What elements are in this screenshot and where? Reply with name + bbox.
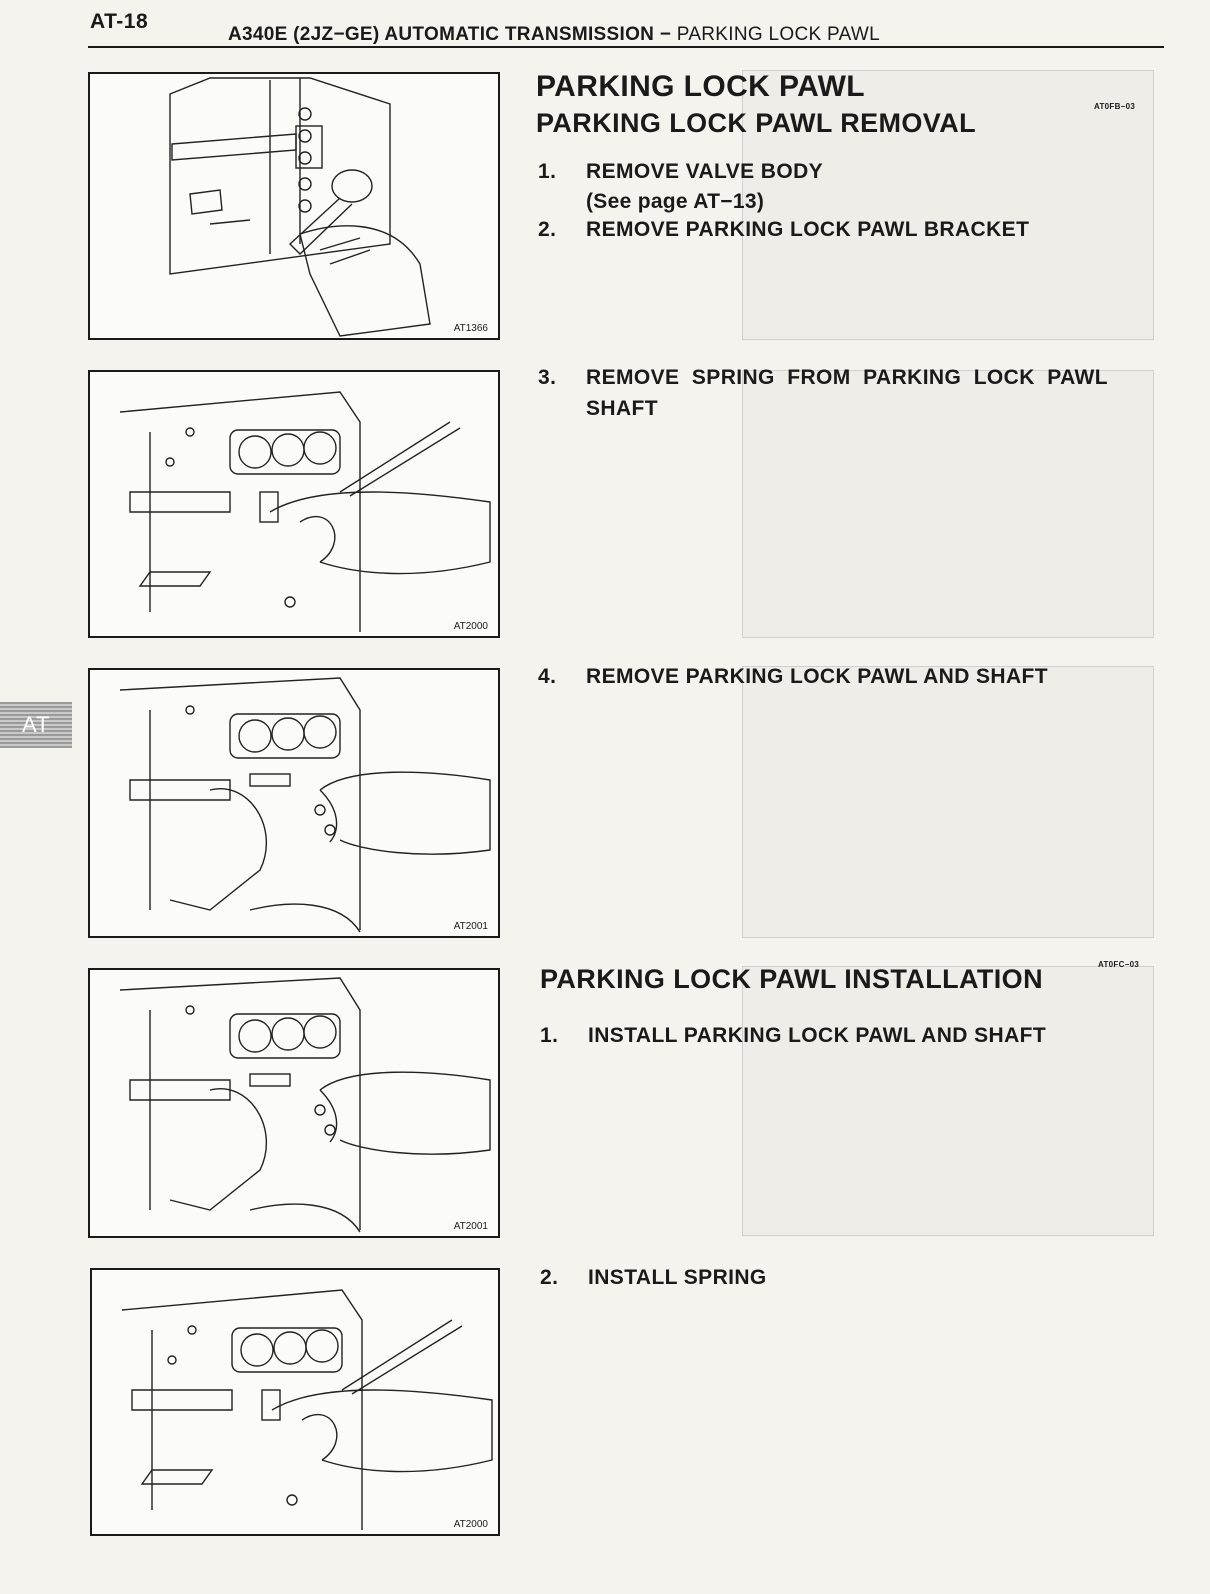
step-page-reference: (See page AT−13)	[586, 190, 765, 213]
step-remove-valve-body: 1. REMOVE VALVE BODY	[538, 160, 823, 184]
illustration-pawl-shaft-install	[119, 977, 491, 1233]
page-title: A340E (2JZ−GE) AUTOMATIC TRANSMISSION − …	[228, 24, 880, 46]
step-number: 1.	[540, 1024, 559, 1047]
figure-code: AT1366	[453, 323, 488, 334]
bleed-ref-code: AT0FC−03	[1098, 960, 1140, 969]
bleed-through-panel	[742, 70, 1154, 340]
section-tab-label: AT	[22, 712, 51, 737]
step-install-pawl-shaft: 1. INSTALL PARKING LOCK PAWL AND SHAFT	[540, 1024, 1046, 1048]
figure-install-spring: AT2000	[90, 1268, 500, 1536]
illustration-pawl-shaft-removal	[119, 677, 491, 933]
figure-install-pawl-shaft: AT2001	[88, 968, 500, 1238]
step-text: REMOVE PARKING LOCK PAWL BRACKET	[586, 218, 1030, 241]
figure-remove-pawl-shaft: AT2001	[88, 668, 500, 938]
page-number: AT-18	[90, 10, 149, 33]
step-number: 2.	[540, 1266, 559, 1289]
step-remove-spring-cont: SHAFT	[586, 397, 658, 420]
figure-code: AT2001	[453, 1221, 488, 1232]
step-remove-pawl-shaft: 4. REMOVE PARKING LOCK PAWL AND SHAFT	[538, 665, 1048, 689]
step-remove-spring: 3. REMOVE SPRING FROM PARKING LOCK PAWL	[538, 366, 1108, 390]
illustration-spring-install	[121, 1289, 493, 1530]
header-divider	[88, 46, 1164, 48]
step-number: 1.	[538, 160, 557, 183]
bleed-through-panel	[742, 370, 1154, 638]
step-number: 4.	[538, 665, 557, 688]
installation-title: PARKING LOCK PAWL INSTALLATION	[540, 964, 1043, 994]
figure-code: AT2000	[453, 621, 488, 632]
section-tab: AT	[0, 702, 72, 748]
bleed-ref-code: AT0FB−03	[1094, 102, 1136, 111]
step-number: 2.	[538, 218, 557, 241]
section-title: PARKING LOCK PAWL	[536, 70, 866, 103]
figure-code: AT2001	[453, 921, 488, 932]
step-text: INSTALL PARKING LOCK PAWL AND SHAFT	[588, 1024, 1047, 1047]
step-text: REMOVE VALVE BODY	[586, 160, 824, 183]
figure-code: AT2000	[453, 1519, 488, 1530]
step-remove-bracket: 2. REMOVE PARKING LOCK PAWL BRACKET	[538, 218, 1029, 242]
removal-title: PARKING LOCK PAWL REMOVAL	[536, 108, 976, 138]
page-title-main: A340E (2JZ−GE) AUTOMATIC TRANSMISSION −	[228, 24, 672, 45]
step-text: REMOVE PARKING LOCK PAWL AND SHAFT	[586, 665, 1048, 688]
step-text: REMOVE SPRING FROM PARKING LOCK PAWL	[586, 366, 1108, 389]
bleed-through-panel	[742, 966, 1154, 1236]
figure-valve-body-removal: AT1366	[88, 72, 500, 340]
illustration-spring-removal	[119, 391, 491, 632]
figure-remove-spring: AT2000	[88, 370, 500, 638]
illustration-bolt-removal	[169, 77, 431, 337]
step-install-spring: 2. INSTALL SPRING	[540, 1266, 767, 1290]
step-text: INSTALL SPRING	[588, 1266, 767, 1289]
page-title-topic: PARKING LOCK PAWL	[676, 24, 880, 45]
step-number: 3.	[538, 366, 557, 389]
bleed-through-panel	[742, 666, 1154, 938]
